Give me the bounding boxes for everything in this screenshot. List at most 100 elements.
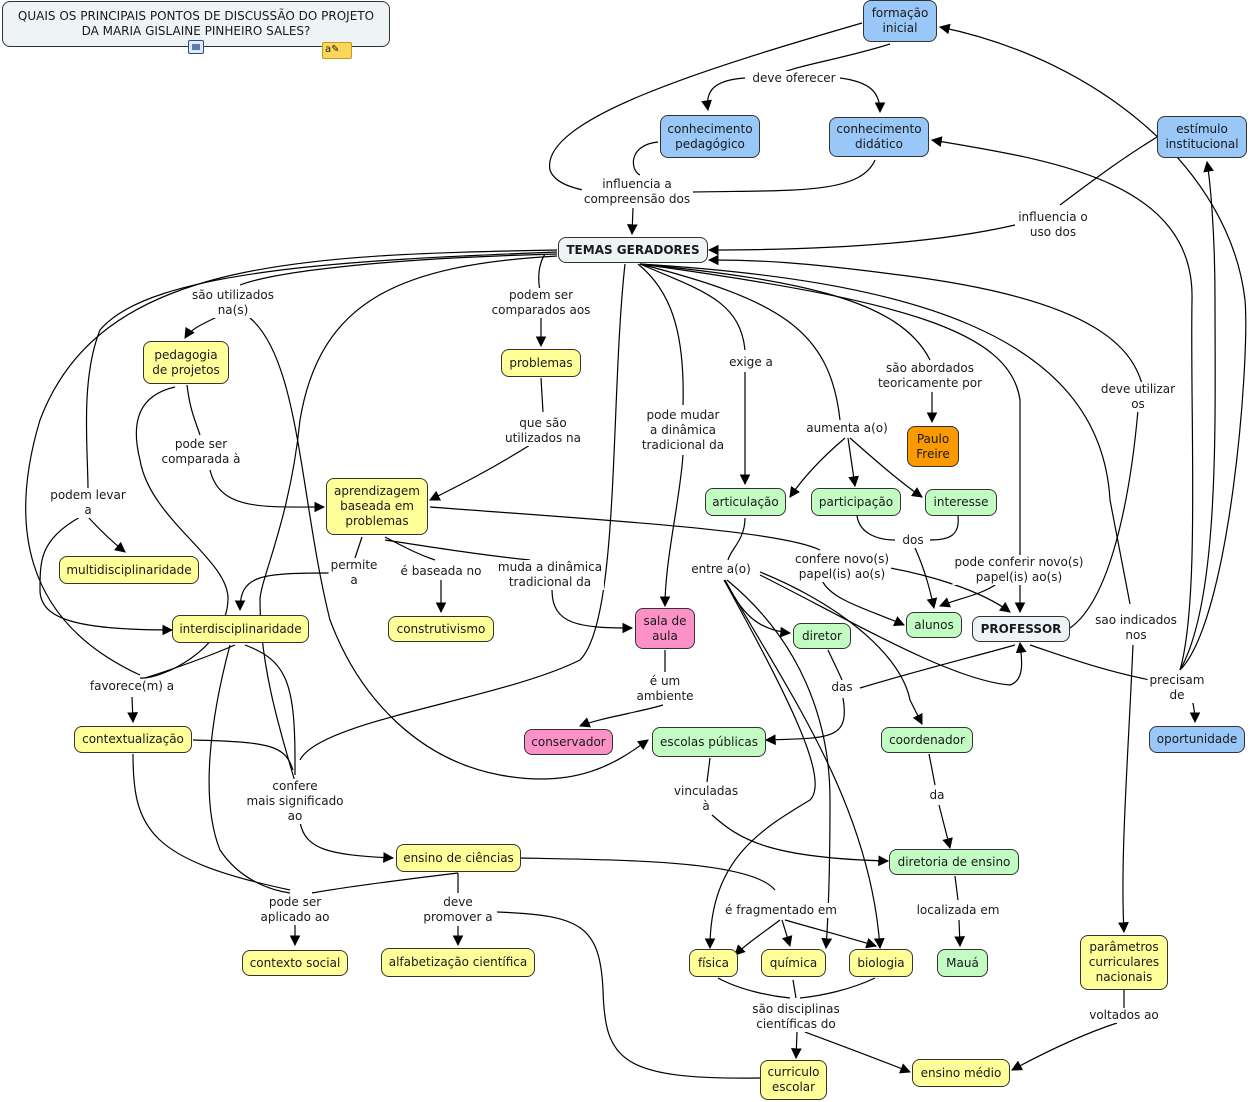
concept-contexto-social[interactable]: contexto social — [242, 950, 348, 976]
edge — [354, 536, 363, 559]
link-podem-ser-comparados: podem ser comparados aos — [489, 288, 593, 318]
link-pode-mudar-dinamica: pode mudar a dinâmica tradicional da — [639, 408, 727, 453]
edge — [209, 469, 326, 513]
edge — [234, 572, 331, 612]
concept-contextualizacao[interactable]: contextualização — [74, 726, 192, 753]
link-pode-conferir: pode conferir novo(s) papel(is) ao(s) — [952, 555, 1086, 585]
concept-ensino-ciencias[interactable]: ensino de ciências — [396, 844, 521, 872]
link-das: das — [829, 680, 855, 695]
edge — [299, 821, 395, 863]
concept-fisica[interactable]: física — [689, 949, 738, 977]
edge — [827, 649, 843, 681]
edge — [127, 696, 139, 724]
edge — [711, 814, 890, 867]
edge — [856, 515, 896, 541]
concept-conservador[interactable]: conservador — [524, 729, 613, 755]
edge — [938, 23, 1247, 671]
concept-alunos[interactable]: alunos — [906, 612, 962, 638]
concept-diretor[interactable]: diretor — [793, 623, 851, 649]
concept-professor[interactable]: PROFESSOR — [972, 616, 1070, 642]
concept-biologia[interactable]: biologia — [849, 949, 913, 977]
annotation-icon[interactable]: a✎ — [322, 42, 352, 59]
edge — [578, 704, 664, 728]
concept-interdisciplinaridade[interactable]: interdisciplinaridade — [172, 615, 309, 643]
concept-parametros-curriculares[interactable]: parâmetros curriculares nacionais — [1080, 935, 1168, 990]
edge — [1118, 644, 1134, 934]
edge — [244, 644, 296, 775]
concept-temas-geradores[interactable]: TEMAS GERADORES — [558, 237, 708, 263]
edge — [626, 207, 638, 236]
edge — [954, 919, 966, 948]
edge — [132, 753, 291, 891]
concept-diretoria-ensino[interactable]: diretoria de ensino — [889, 849, 1019, 875]
edge — [759, 574, 1027, 686]
edge — [954, 875, 959, 901]
edge — [551, 589, 634, 634]
edge — [781, 919, 793, 948]
link-sao-utilizados: são utilizados na(s) — [190, 288, 276, 318]
link-confere-mais: confere mais significado ao — [244, 779, 346, 824]
concept-conhecimento-didatico[interactable]: conhecimento didático — [829, 117, 929, 157]
edge — [429, 444, 531, 501]
concept-articulacao[interactable]: articulação — [705, 488, 786, 516]
link-vinculadas: vinculadas à — [671, 784, 741, 814]
concept-multidisciplinaridade[interactable]: multidisciplinaridade — [59, 556, 199, 584]
concept-alfabetizacao-cientifica[interactable]: alfabetização científica — [381, 948, 535, 977]
concept-estimulo-institucional[interactable]: estímulo institucional — [1157, 116, 1247, 158]
edge — [259, 255, 558, 801]
link-fragmentado: é fragmentado em — [723, 903, 839, 918]
concept-escolas-publicas[interactable]: escolas públicas — [652, 727, 766, 757]
concept-maua[interactable]: Mauá — [937, 949, 988, 977]
link-pode-ser-comparada: pode ser comparada à — [159, 437, 243, 467]
link-confere-novo: confere novo(s) papel(is) ao(s) — [792, 552, 892, 582]
edge — [930, 136, 1194, 671]
edge — [784, 919, 878, 949]
concept-aprendizagem-problemas[interactable]: aprendizagem baseada em problemas — [326, 478, 428, 535]
link-dos: dos — [900, 533, 926, 548]
edge — [311, 872, 459, 894]
edge — [1179, 160, 1216, 671]
link-permite: permite a — [328, 558, 380, 588]
edge — [724, 579, 885, 950]
edge — [821, 579, 905, 627]
edge — [790, 1031, 802, 1060]
concept-formacao-inicial[interactable]: formação inicial — [863, 0, 937, 42]
edge — [632, 141, 659, 176]
edge — [1011, 1022, 1118, 1071]
link-e-um-ambiente: é um ambiente — [634, 674, 696, 704]
concept-quimica[interactable]: química — [761, 949, 826, 977]
link-precisam: precisam de — [1147, 673, 1207, 703]
edge — [249, 317, 649, 780]
link-sao-indicados: sao indicados nos — [1093, 613, 1179, 643]
edge — [704, 579, 816, 950]
concept-sala-de-aula[interactable]: sala de aula — [635, 608, 695, 649]
link-deve-oferecer: deve oferecer — [750, 71, 838, 86]
edge — [639, 263, 841, 421]
edge — [192, 739, 294, 771]
link-deve-promover: deve promover a — [421, 895, 495, 925]
concept-coordenador[interactable]: coordenador — [881, 727, 973, 753]
concept-construtivismo[interactable]: construtivismo — [388, 616, 494, 642]
edge — [39, 516, 174, 636]
document-icon[interactable] — [188, 40, 204, 54]
edge — [25, 249, 558, 676]
edge — [701, 77, 746, 112]
concept-oportunidade[interactable]: oportunidade — [1149, 726, 1245, 753]
concept-problemas[interactable]: problemas — [501, 349, 581, 377]
edge — [792, 979, 797, 999]
concept-pedagogia-projetos[interactable]: pedagogia de projetos — [143, 341, 229, 384]
concept-ensino-medio[interactable]: ensino médio — [912, 1059, 1010, 1087]
edge — [734, 919, 781, 956]
edge — [938, 584, 996, 608]
edge — [384, 536, 436, 561]
concept-conhecimento-pedagogico[interactable]: conhecimento pedagógico — [660, 115, 760, 158]
concept-paulo-freire[interactable]: Paulo Freire — [907, 426, 959, 467]
edge — [839, 77, 886, 114]
edge — [847, 437, 859, 488]
link-voltados: voltados ao — [1087, 1008, 1161, 1023]
edge — [637, 263, 684, 406]
concept-curriculo-escolar[interactable]: curriculo escolar — [760, 1060, 827, 1100]
link-aumenta: aumenta a(o) — [804, 421, 890, 436]
concept-interesse[interactable]: interesse — [925, 489, 997, 516]
concept-participacao[interactable]: participação — [811, 488, 901, 516]
